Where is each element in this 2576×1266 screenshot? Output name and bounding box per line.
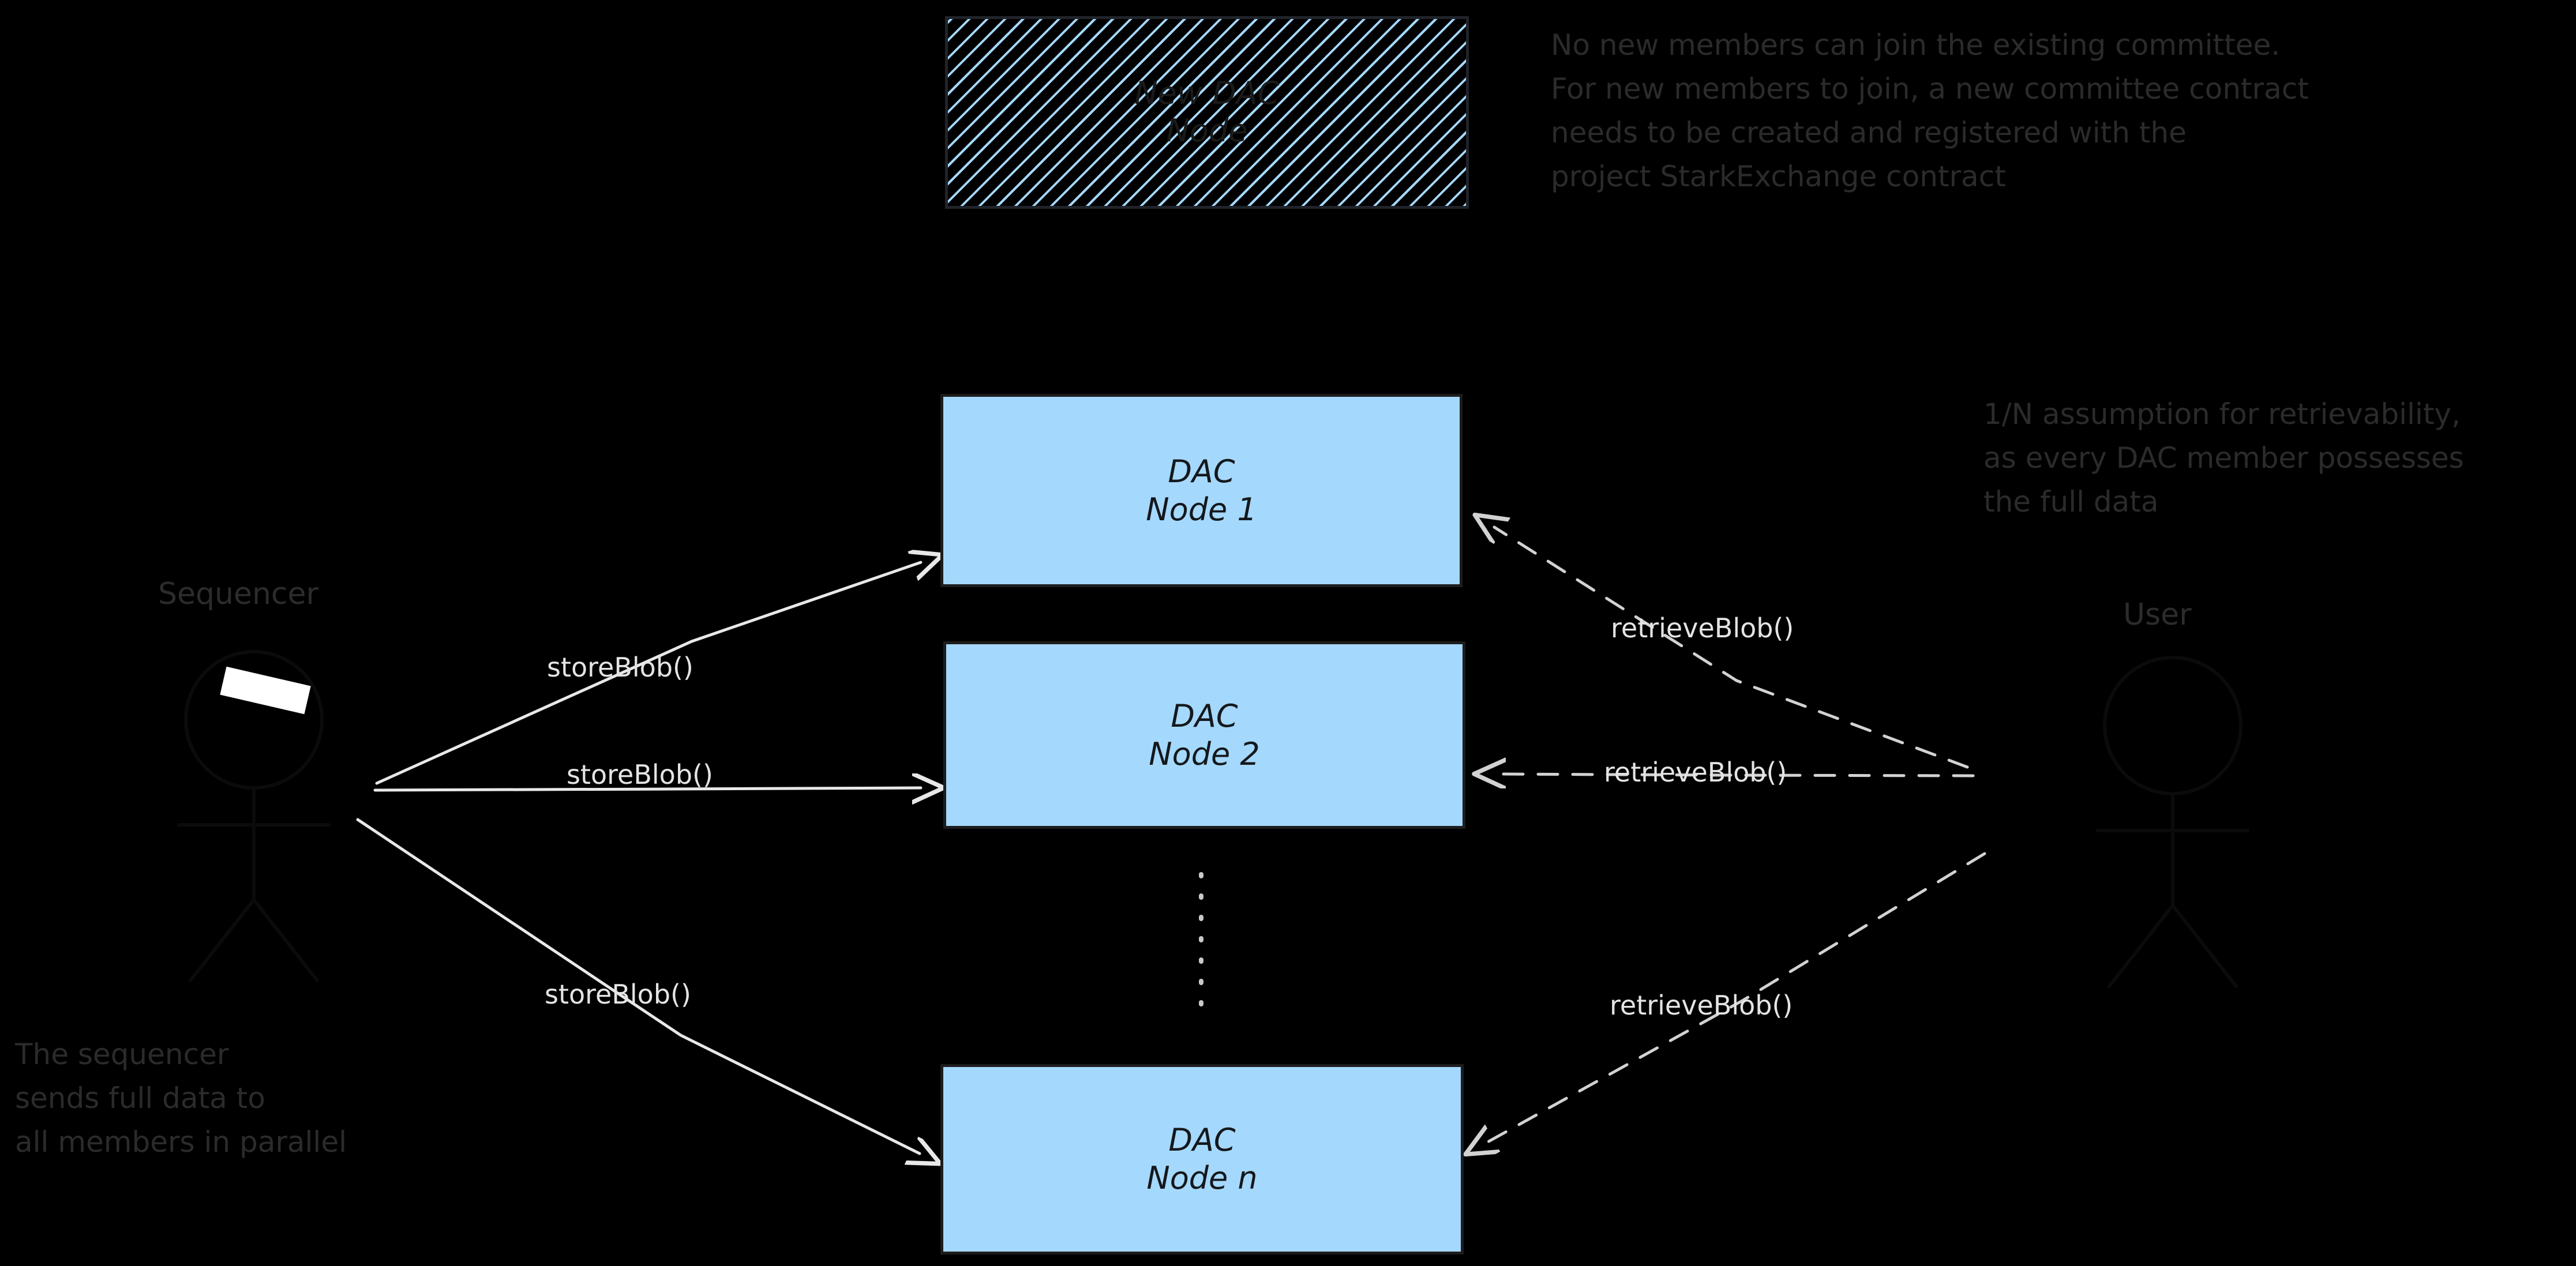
edge-retrieve-blob-1 <box>1494 527 1969 769</box>
dac-node-2-line2: Node 2 <box>1149 735 1260 772</box>
user-label: User <box>2123 598 2192 632</box>
dac-node-n-line1: DAC <box>1168 1122 1236 1159</box>
user-actor-icon <box>2096 656 2249 988</box>
edge-store-blob-1 <box>375 562 921 785</box>
dac-node-1-line2: Node 1 <box>1146 491 1257 528</box>
dac-node-n-line2: Node n <box>1146 1160 1258 1196</box>
dac-node-2-box[interactable]: DAC Node 2 <box>943 641 1465 829</box>
sequencer-actor-icon <box>177 650 331 982</box>
annotation-committee: No new members can join the existing com… <box>1551 28 2309 193</box>
new-dac-node-box[interactable]: New DAC Node <box>945 16 1469 209</box>
edge-retrieve-blob-n <box>1486 852 1986 1143</box>
dac-node-1-box[interactable]: DAC Node 1 <box>940 394 1463 587</box>
new-dac-node-line1: New DAC <box>1134 75 1280 112</box>
dac-node-1-line1: DAC <box>1168 453 1235 490</box>
edge-retrieve-blob-2 <box>1497 774 1975 776</box>
retrieve-blob-1-label: retrieveBlob() <box>1611 613 1794 644</box>
annotation-sequencer-parallel: The sequencer sends full data to all mem… <box>15 1038 347 1159</box>
annotation-retrievability: 1/N assumption for retrievability, as ev… <box>1983 397 2464 519</box>
edge-store-blob-2 <box>373 788 921 790</box>
dac-node-2-line1: DAC <box>1171 697 1238 734</box>
store-blob-n-label: storeBlob() <box>545 979 691 1010</box>
sequencer-label: Sequencer <box>158 577 318 611</box>
edge-store-blob-n <box>356 818 920 1154</box>
retrieve-blob-2-label: retrieveBlob() <box>1604 757 1787 788</box>
retrieve-blob-n-label: retrieveBlob() <box>1610 990 1793 1021</box>
store-blob-1-label: storeBlob() <box>547 652 693 683</box>
store-blob-2-label: storeBlob() <box>567 759 713 790</box>
new-dac-node-line2: Node <box>1166 112 1248 149</box>
dac-node-n-box[interactable]: DAC Node n <box>940 1064 1464 1254</box>
